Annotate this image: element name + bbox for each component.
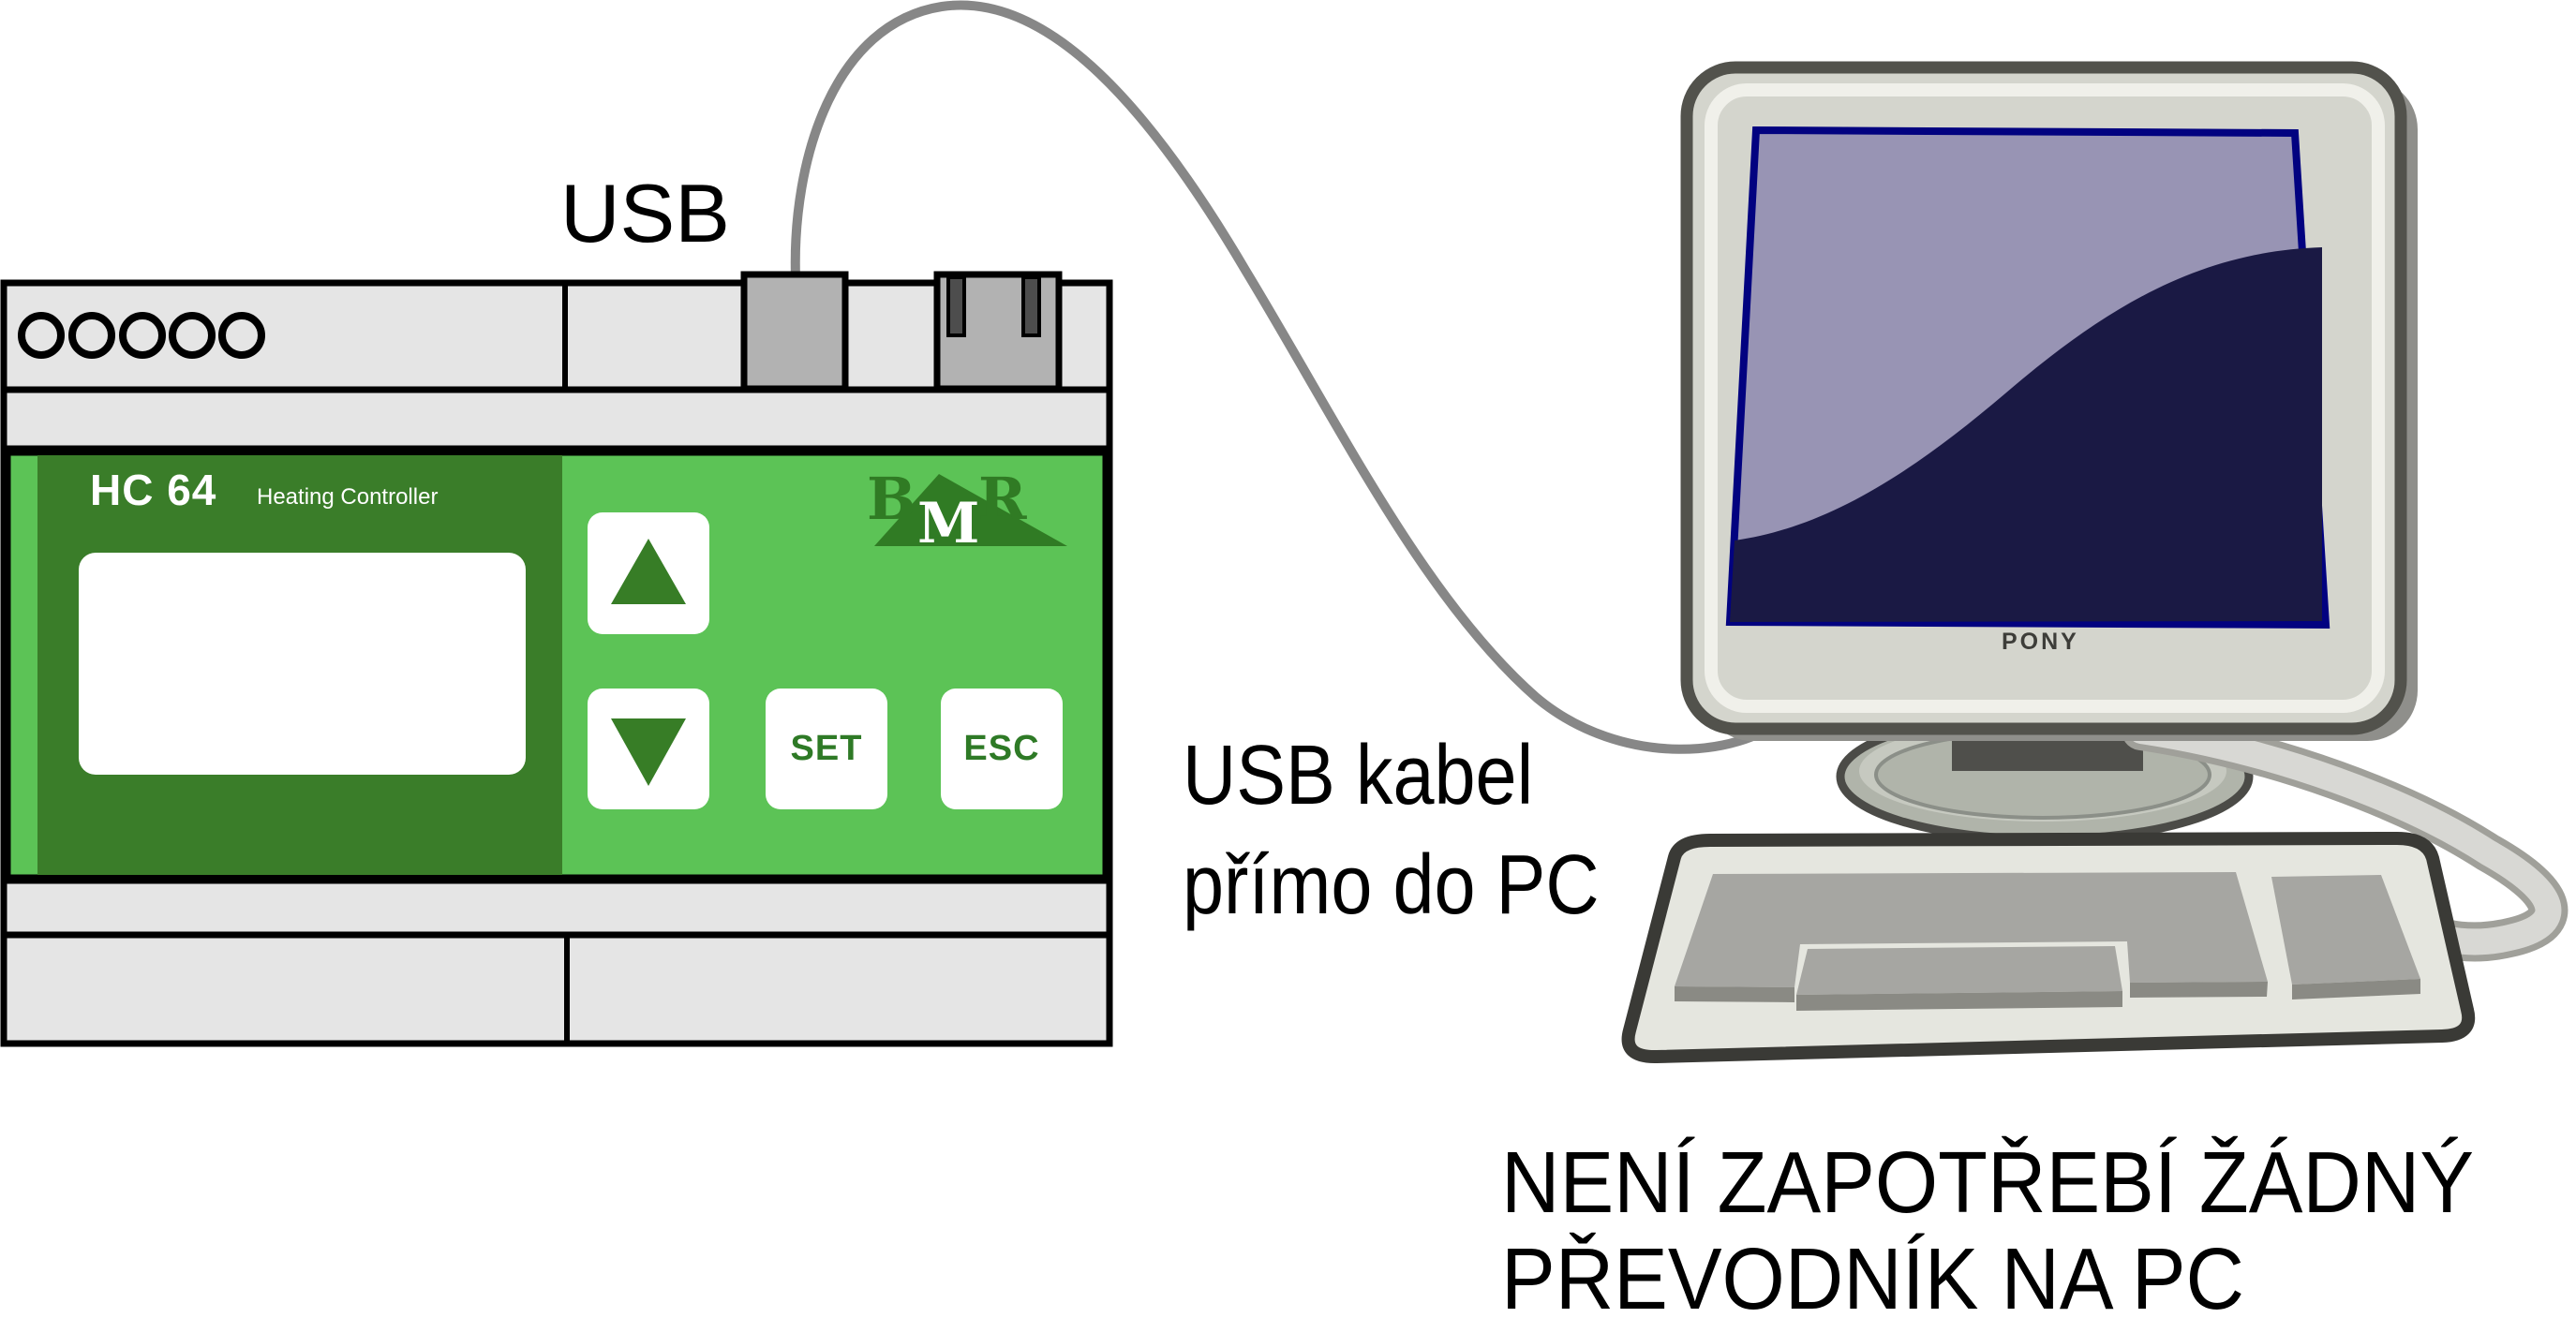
usb-port-connector xyxy=(740,271,849,392)
key-shade xyxy=(2292,979,2420,1000)
vent-hole xyxy=(169,312,216,359)
vent-hole xyxy=(68,312,115,359)
no-converter-caption: NENÍ ZAPOTŘEBÍ ŽÁDNÝ PŘEVODNÍK NA PC xyxy=(1501,1133,2475,1318)
monitor-brand-label: PONY xyxy=(2002,629,2079,655)
usb-cable xyxy=(790,0,1800,754)
down-button[interactable] xyxy=(588,689,709,809)
down-arrow-icon xyxy=(611,718,686,786)
controller-upper-strip xyxy=(0,386,1113,452)
bmr-logo-letter-b: B xyxy=(867,465,916,533)
heating-controller-device xyxy=(0,271,1113,1047)
usb-cable-caption: USB kabel přímo do PC xyxy=(1183,729,1600,932)
controller-lower-strip xyxy=(0,877,1113,939)
monitor-bezel-highlight xyxy=(1705,83,2385,713)
lcd-display xyxy=(79,553,526,775)
vent-hole xyxy=(119,312,166,359)
keyboard-main-keys xyxy=(1675,872,2268,987)
up-arrow-icon xyxy=(611,539,686,604)
esc-button-label: ESC xyxy=(963,729,1040,768)
vent-holes xyxy=(18,312,265,359)
set-button[interactable]: SET xyxy=(766,689,887,809)
device-model-label: HC 64 xyxy=(90,466,217,514)
set-button-label: SET xyxy=(790,729,863,768)
key-shade xyxy=(1796,991,2122,1011)
computer xyxy=(1680,61,2569,962)
screen-dark-region xyxy=(1730,247,2322,622)
vent-hole xyxy=(18,312,65,359)
bmr-logo-triangle xyxy=(874,474,1067,546)
usb-port-label: USB xyxy=(560,167,730,259)
bmr-logo-letter-r: R xyxy=(978,465,1027,533)
esc-button[interactable]: ESC xyxy=(941,689,1063,809)
key-shade xyxy=(1675,986,1794,1002)
keyboard-spacebar xyxy=(1796,946,2122,995)
keyboard-numpad xyxy=(2271,875,2420,985)
key-shade xyxy=(2130,982,2268,998)
up-button[interactable] xyxy=(588,512,709,634)
bmr-logo-letter-m: M xyxy=(917,491,980,556)
device-subtitle-label: Heating Controller xyxy=(257,484,439,510)
vent-hole xyxy=(218,312,265,359)
connector-pin xyxy=(946,275,966,337)
keyboard xyxy=(1621,832,2476,1063)
connector-pin xyxy=(1021,275,1041,337)
controller-bottom-rail xyxy=(0,931,1113,1047)
pc-cable xyxy=(2128,718,2562,955)
